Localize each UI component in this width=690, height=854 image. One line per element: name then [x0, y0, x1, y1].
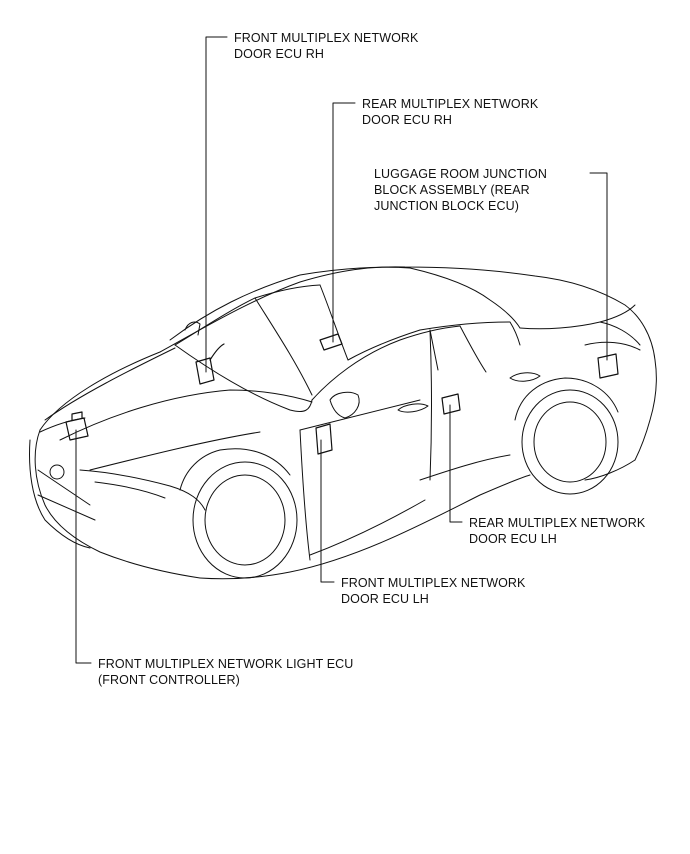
- label-line: FRONT MULTIPLEX NETWORK: [234, 31, 419, 45]
- leader-front-lh: [320, 439, 335, 583]
- label-rear-multiplex-door-ecu-lh: REAR MULTIPLEX NETWORK DOOR ECU LH: [469, 515, 645, 547]
- leader-rear-rh: [332, 102, 356, 343]
- label-line: REAR MULTIPLEX NETWORK: [362, 97, 539, 111]
- leader-light-ecu: [75, 429, 92, 664]
- label-line: DOOR ECU LH: [469, 532, 557, 546]
- label-front-multiplex-door-ecu-rh: FRONT MULTIPLEX NETWORK DOOR ECU RH: [234, 30, 419, 62]
- label-line: (FRONT CONTROLLER): [98, 673, 240, 687]
- front-door-ecu-rh-component: [195, 343, 225, 385]
- label-line: DOOR ECU RH: [362, 113, 452, 127]
- label-line: REAR MULTIPLEX NETWORK: [469, 516, 646, 530]
- rear-door-ecu-rh-component: [319, 333, 343, 351]
- leader-luggage: [589, 172, 608, 361]
- front-door-ecu-lh-component: [315, 423, 333, 455]
- component-shapes: [65, 333, 619, 455]
- car-outline: [29, 266, 657, 580]
- label-front-multiplex-light-ecu: FRONT MULTIPLEX NETWORK LIGHT ECU (FRONT…: [98, 656, 353, 688]
- label-line: JUNCTION BLOCK ECU): [374, 199, 519, 213]
- leader-front-rh: [205, 36, 228, 373]
- label-line: FRONT MULTIPLEX NETWORK: [341, 576, 526, 590]
- leader-lines: [75, 36, 608, 664]
- luggage-junction-component: [597, 353, 619, 379]
- label-line: FRONT MULTIPLEX NETWORK LIGHT ECU: [98, 657, 354, 671]
- front-light-ecu-component: [65, 411, 89, 441]
- label-luggage-room-junction-block: LUGGAGE ROOM JUNCTION BLOCK ASSEMBLY (RE…: [374, 166, 547, 214]
- label-line: DOOR ECU RH: [234, 47, 324, 61]
- label-front-multiplex-door-ecu-lh: FRONT MULTIPLEX NETWORK DOOR ECU LH: [341, 575, 526, 607]
- leader-rear-lh: [449, 404, 463, 523]
- label-line: DOOR ECU LH: [341, 592, 429, 606]
- rear-door-ecu-lh-component: [441, 393, 461, 415]
- label-rear-multiplex-door-ecu-rh: REAR MULTIPLEX NETWORK DOOR ECU RH: [362, 96, 538, 128]
- label-line: BLOCK ASSEMBLY (REAR: [374, 183, 530, 197]
- label-line: LUGGAGE ROOM JUNCTION: [374, 167, 547, 181]
